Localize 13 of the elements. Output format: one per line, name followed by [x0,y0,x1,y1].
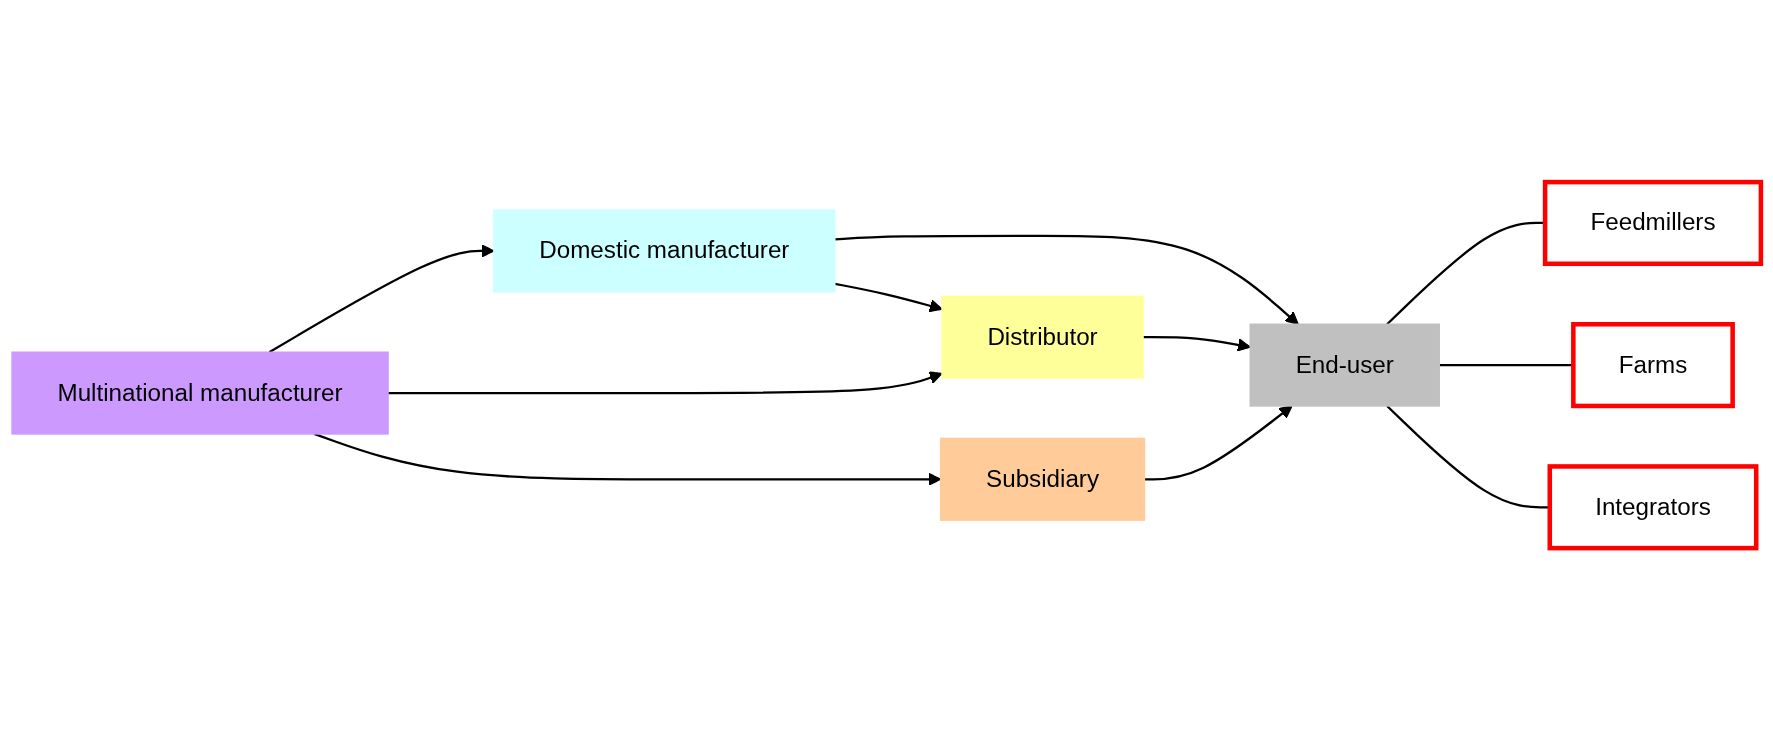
node-box: Farms [1571,321,1735,409]
node-box: Multinational manufacturer [11,351,389,435]
node-box: Integrators [1547,464,1759,551]
node-box: End-user [1249,323,1440,407]
arrow [834,234,1299,325]
arrow [1144,405,1293,481]
node-box: Distributor [941,295,1144,379]
arrow [388,371,943,395]
arrow [1143,335,1251,352]
node-box: Domestic manufacturer [493,209,836,293]
arrow [834,282,943,313]
node-box: Feedmillers [1542,179,1764,266]
node-box: Subsidiary [939,437,1146,521]
